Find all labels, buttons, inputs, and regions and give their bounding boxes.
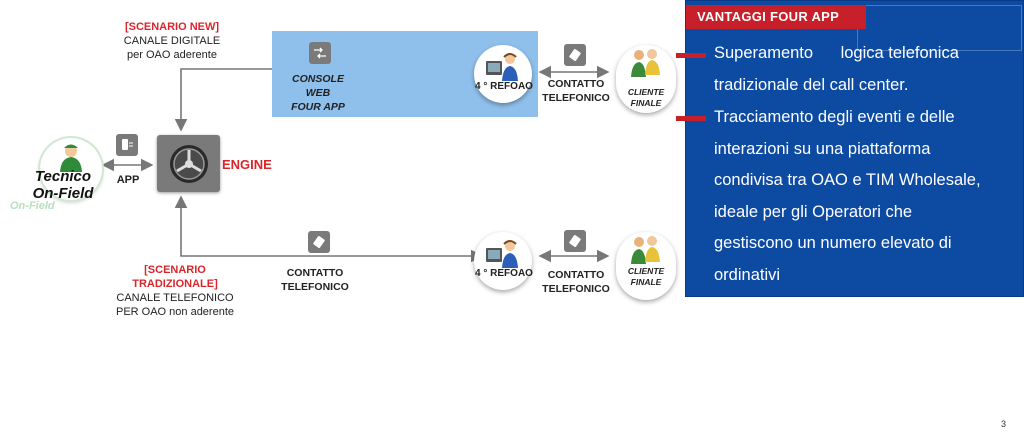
operator-icon	[486, 240, 518, 268]
bullet2-line6: ordinativi	[714, 265, 781, 284]
bullet2-line5: gestiscono un numero elevato di	[714, 234, 952, 252]
contatto-bottom-line2: TELEFONICO	[542, 283, 610, 295]
bullet-marker-1	[676, 53, 706, 58]
app-label: APP	[116, 174, 140, 186]
refoao-top-node	[474, 45, 532, 103]
console-line3: FOUR APP	[291, 101, 345, 113]
cliente-bottom-node	[616, 232, 676, 300]
top-scenario-tag: [SCENARIO NEW]	[124, 21, 220, 33]
phone-icon-bottom	[564, 230, 586, 252]
engine-node	[157, 135, 220, 192]
tecnico-line1: Tecnico	[34, 168, 92, 185]
bottom-scenario: [SCENARIO TRADIZIONALE] CANALE TELEFONIC…	[100, 263, 250, 319]
bottom-scenario-line1: CANALE TELEFONICO	[116, 292, 234, 304]
phone-icon-mid	[308, 231, 330, 253]
vantaggi-panel	[685, 0, 1024, 297]
refoao-top-label: 4 ° REFOAO	[475, 81, 533, 92]
bullet-marker-2	[676, 116, 706, 121]
engine-label: ENGINE	[222, 157, 272, 172]
operator-icon	[486, 53, 518, 81]
bottom-flow-line	[174, 195, 484, 263]
console-line1: CONSOLE	[292, 73, 344, 85]
bottom-scenario-tag1: [SCENARIO	[144, 264, 206, 276]
top-scenario-line2: per OAO aderente	[127, 49, 217, 61]
console-line2: WEB	[305, 87, 331, 99]
cliente-bottom-line1: CLIENTE	[627, 266, 665, 276]
bottom-scenario-tag2: TRADIZIONALE]	[132, 278, 218, 290]
panel-bullet-2: Tracciamento degli eventi e delle intera…	[714, 102, 1019, 291]
contatto-bottom-line1: CONTATTO	[547, 269, 605, 281]
contatto-bottom: CONTATTO TELEFONICO	[536, 268, 616, 296]
cliente-bottom-line2: FINALE	[630, 277, 662, 287]
bottom-scenario-line2: PER OAO non aderente	[115, 306, 234, 318]
bullet2-line4: ideale per gli Operatori che	[714, 202, 913, 221]
panel-title: VANTAGGI FOUR APP	[697, 9, 840, 24]
cliente-top-label: CLIENTE FINALE	[616, 87, 676, 109]
panel-title-box	[686, 5, 866, 29]
console-label: CONSOLE WEB FOUR APP	[282, 72, 354, 114]
cliente-top-line1: CLIENTE	[627, 87, 665, 97]
bullet1-line2: tradizionale del call center.	[714, 75, 909, 94]
cliente-bottom-label: CLIENTE FINALE	[616, 266, 676, 288]
bullet2-line3: condivisa tra OAO e TIM Wholesale,	[714, 171, 981, 189]
customers-icon	[631, 49, 660, 77]
bullet2-line2: interazioni su una piattaforma	[714, 139, 931, 158]
console-app-icon	[309, 42, 331, 64]
contatto-mid: CONTATTO TELEFONICO	[272, 266, 358, 294]
refoao-bottom-node	[474, 232, 532, 290]
top-scenario: [SCENARIO NEW] CANALE DIGITALE per OAO a…	[102, 20, 242, 62]
top-scenario-line1: CANALE DIGITALE	[123, 35, 221, 47]
panel-bullet-1: Superamento logica telefonica tradiziona…	[714, 38, 1014, 101]
contatto-mid-line1: CONTATTO	[286, 267, 344, 279]
contatto-mid-line2: TELEFONICO	[281, 281, 349, 293]
technician-icon	[60, 144, 82, 172]
tecnico-ghost-text: On-Field	[10, 200, 55, 212]
contatto-top-line2: TELEFONICO	[542, 92, 610, 104]
tecnico-line2: On-Field	[32, 185, 94, 202]
tecnico-label: Tecnico On-Field	[18, 168, 108, 202]
bullet2-line1: Tracciamento degli eventi e delle	[714, 108, 955, 126]
phone-icon-top	[564, 44, 586, 66]
customers-icon	[631, 236, 660, 264]
cliente-top-line2: FINALE	[630, 98, 662, 108]
refoao-bottom-label: 4 ° REFOAO	[475, 268, 533, 279]
contatto-top-line1: CONTATTO	[547, 78, 605, 90]
tecnico-node	[40, 138, 102, 200]
gear-icon	[169, 144, 208, 183]
page-number: 3	[1000, 419, 1006, 429]
bullet1-line1: Superamento logica telefonica	[714, 44, 959, 62]
cliente-top-node	[616, 45, 676, 113]
contatto-top: CONTATTO TELEFONICO	[536, 77, 616, 105]
app-icon	[116, 134, 138, 156]
